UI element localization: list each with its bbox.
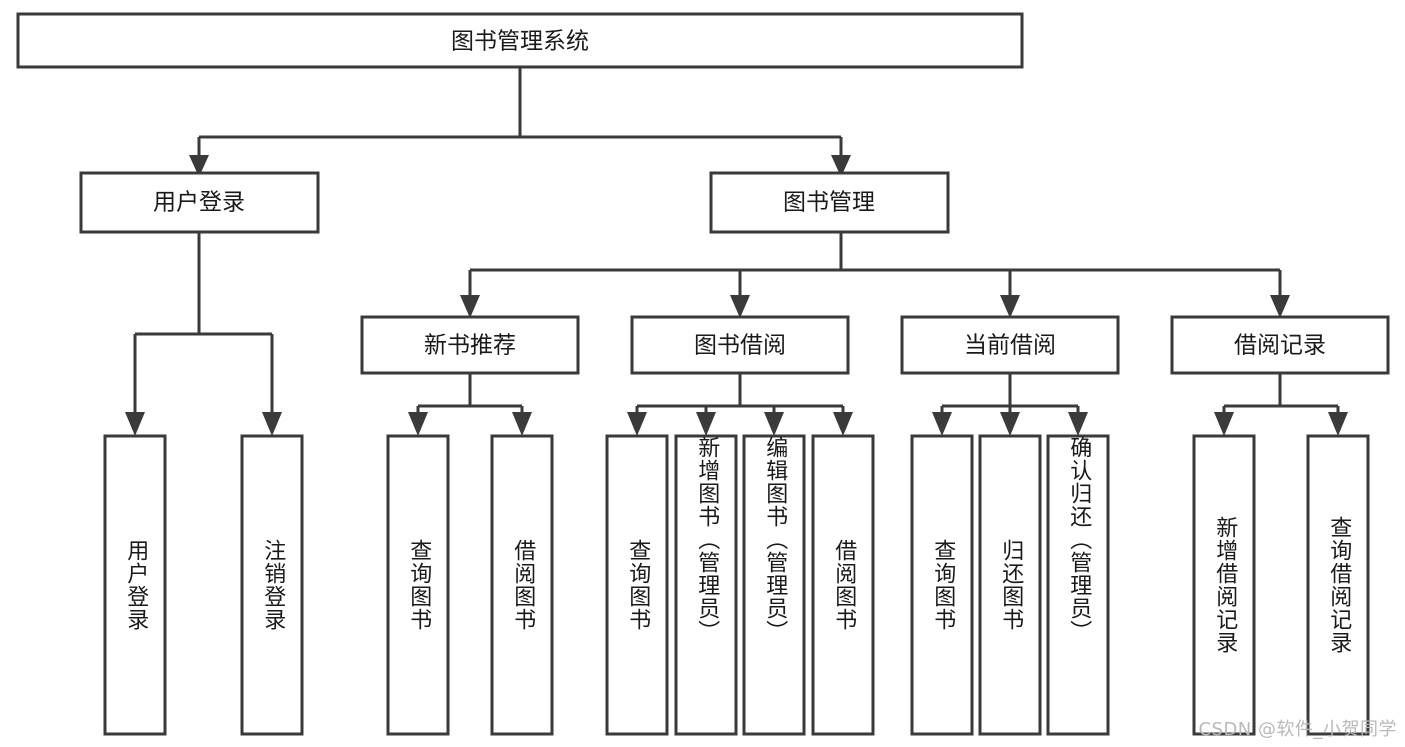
node-leaf-logout-login[interactable] (240, 434, 304, 736)
node-leaf-borrow-book-2[interactable] (811, 434, 875, 736)
csdn-watermark: CSDN @软件_小贺同学 (1198, 719, 1397, 740)
node-root[interactable]: 图书管理系统 (16, 12, 1024, 69)
node-leaf-add-record[interactable] (1192, 434, 1256, 736)
connector-userlogin-to-leaves (125, 232, 282, 436)
node-current-borrow-label: 当前借阅 (964, 333, 1056, 359)
node-user-login[interactable]: 用户登录 (79, 171, 320, 234)
node-leaf-query-record[interactable] (1306, 434, 1370, 736)
node-book-borrow-label: 图书借阅 (694, 333, 786, 359)
node-leaf-query-book-3[interactable] (910, 434, 974, 736)
node-current-borrow[interactable]: 当前借阅 (900, 315, 1120, 375)
node-user-login-label: 用户登录 (153, 190, 245, 216)
connector-newbook-to-leaves (408, 373, 532, 436)
node-leaf-query-book-1[interactable] (386, 434, 450, 736)
node-leaf-edit-book[interactable] (742, 434, 806, 736)
node-new-book-recommend-label: 新书推荐 (424, 333, 516, 359)
node-leaf-add-book[interactable] (674, 434, 738, 736)
node-leaf-borrow-book-1[interactable] (490, 434, 554, 736)
connector-borrowrecord-to-leaves (1214, 373, 1348, 436)
node-leaf-user-login[interactable] (103, 434, 167, 736)
node-book-management-label: 图书管理 (783, 190, 875, 216)
node-root-label: 图书管理系统 (451, 29, 589, 55)
node-leaf-return-book[interactable] (978, 434, 1042, 736)
node-book-borrow[interactable]: 图书借阅 (630, 315, 850, 375)
node-leaf-confirm-return[interactable] (1046, 434, 1110, 736)
connector-currentborrow-to-leaves (932, 373, 1088, 436)
connector-root-to-level2 (189, 67, 851, 177)
connector-bookborrow-to-leaves (627, 373, 853, 436)
node-new-book-recommend[interactable]: 新书推荐 (360, 315, 580, 375)
node-borrow-record-label: 借阅记录 (1234, 333, 1326, 359)
connector-bookmgmt-to-level3 (460, 232, 1290, 318)
node-leaf-query-book-2[interactable] (605, 434, 669, 736)
node-book-management[interactable]: 图书管理 (709, 171, 950, 234)
node-borrow-record[interactable]: 借阅记录 (1170, 315, 1390, 375)
